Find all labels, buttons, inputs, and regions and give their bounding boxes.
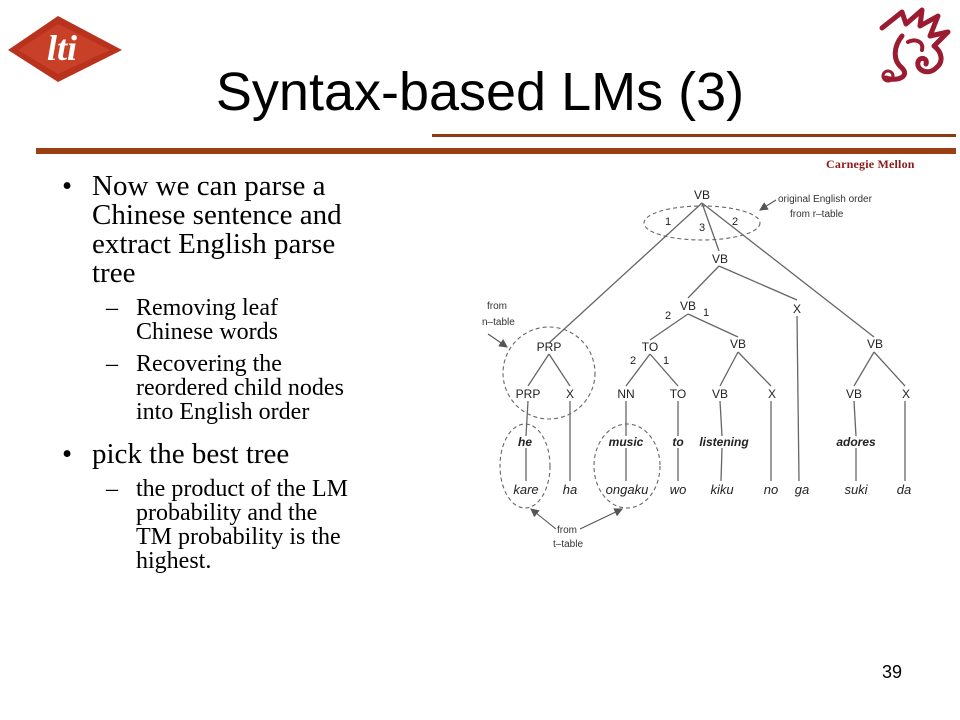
bullet-text: Now we can parse a — [92, 170, 326, 202]
brand-text: Carnegie Mellon — [826, 157, 915, 171]
chinese-word: kiku — [710, 482, 733, 497]
tree-node-vb-root: VB — [694, 188, 710, 202]
music-ongaku-circle — [593, 423, 661, 509]
he-kare-circle — [499, 423, 551, 509]
english-word: music — [609, 435, 644, 449]
chinese-word: ha — [563, 482, 577, 497]
ttable-annotation-line1: from — [557, 525, 577, 536]
order-label: 1 — [665, 216, 671, 228]
chinese-word: da — [897, 482, 911, 497]
chinese-word: kare — [513, 482, 538, 497]
bullet-list: • Now we can parse a Chinese sentence an… — [62, 172, 462, 574]
page-number: 39 — [882, 662, 903, 682]
bullet-item: • Now we can parse a Chinese sentence an… — [62, 172, 462, 288]
sub-bullet-text: highest. — [136, 548, 212, 574]
rtable-annotation-line1: original English order — [778, 194, 873, 205]
ntable-annotation-line2: n–table — [482, 317, 515, 328]
slide-title: Syntax-based LMs (3) — [215, 62, 745, 122]
ntable-circle — [502, 326, 596, 420]
chinese-word: ongaku — [606, 482, 649, 497]
lti-logo-icon: lti — [8, 16, 122, 82]
tree-node-x-no: X — [768, 387, 776, 401]
bullet-text: Chinese sentence and — [92, 199, 342, 231]
sub-bullet-item: – Removing leaf Chinese words — [62, 296, 462, 344]
chinese-word: no — [764, 482, 778, 497]
english-word: to — [672, 435, 683, 449]
sub-bullet-text: Recovering the — [136, 351, 282, 377]
parse-tree-diagram: VB VB VB X VB PRP TO VB PRP X NN TO VB X… — [482, 188, 911, 550]
tree-node-prp: PRP — [516, 387, 541, 401]
order-label: 1 — [663, 355, 669, 367]
tree-node-vb-right: VB — [867, 337, 883, 351]
sub-bullet-text: probability and the — [136, 500, 318, 526]
title-rule-thick — [36, 148, 956, 154]
bullet-text: extract English parse — [92, 228, 336, 260]
chinese-word: wo — [670, 482, 687, 497]
order-label: 1 — [703, 307, 709, 319]
sub-bullet-item: – the product of the LM probability and … — [62, 477, 462, 573]
tree-node-to: TO — [670, 387, 686, 401]
sub-bullet-dash: – — [106, 295, 118, 321]
english-word: he — [518, 435, 532, 449]
sub-bullet-dash: – — [106, 351, 118, 377]
english-word: listening — [699, 435, 749, 449]
sub-bullet-text: Removing leaf — [136, 295, 278, 321]
tree-edges — [525, 202, 906, 482]
bullet-dot: • — [62, 170, 73, 202]
order-label: 2 — [732, 216, 738, 228]
order-label: 2 — [665, 310, 671, 322]
order-label: 2 — [630, 355, 636, 367]
tree-node-vb-mid: VB — [712, 252, 728, 266]
tree-node-nn: NN — [617, 387, 634, 401]
tree-node-x-da: X — [902, 387, 910, 401]
sub-bullet-text: TM probability is the — [136, 524, 341, 550]
tree-node-vb-suki: VB — [846, 387, 862, 401]
dragon-crest-icon — [879, 7, 951, 83]
sub-bullet-text: the product of the LM — [136, 476, 348, 502]
bullet-dot: • — [62, 438, 73, 470]
reorder-ellipse — [643, 205, 761, 241]
sub-bullet-dash: – — [106, 476, 118, 502]
tree-node-x-ha: X — [566, 387, 574, 401]
ttable-annotation-line2: t–table — [553, 539, 583, 550]
tree-node-prp-top: PRP — [537, 340, 562, 354]
english-word: adores — [836, 435, 876, 449]
annotation-arrows — [487, 199, 777, 530]
rtable-annotation-line2: from r–table — [790, 209, 844, 220]
tree-node-x-ga: X — [793, 302, 801, 316]
tree-node-vb-kiku: VB — [712, 387, 728, 401]
chinese-word: suki — [844, 482, 868, 497]
tree-node-vb-inner: VB — [680, 299, 696, 313]
bullet-text: tree — [92, 257, 136, 289]
tree-circles — [499, 205, 761, 509]
order-label: 3 — [699, 222, 705, 234]
ntable-annotation-line1: from — [487, 301, 507, 312]
sub-bullet-text: Chinese words — [136, 319, 278, 345]
sub-bullet-text: reordered child nodes — [136, 375, 344, 401]
tree-node-vb-listen: VB — [730, 337, 746, 351]
title-rule-thin — [432, 134, 956, 137]
sub-bullet-item: – Recovering the reordered child nodes i… — [62, 352, 462, 424]
chinese-word: ga — [795, 482, 809, 497]
tree-node-to-top: TO — [642, 340, 658, 354]
logo-text: lti — [47, 28, 77, 68]
bullet-item: • pick the best tree — [62, 440, 462, 469]
sub-bullet-text: into English order — [136, 399, 310, 425]
bullet-text: pick the best tree — [92, 438, 290, 470]
